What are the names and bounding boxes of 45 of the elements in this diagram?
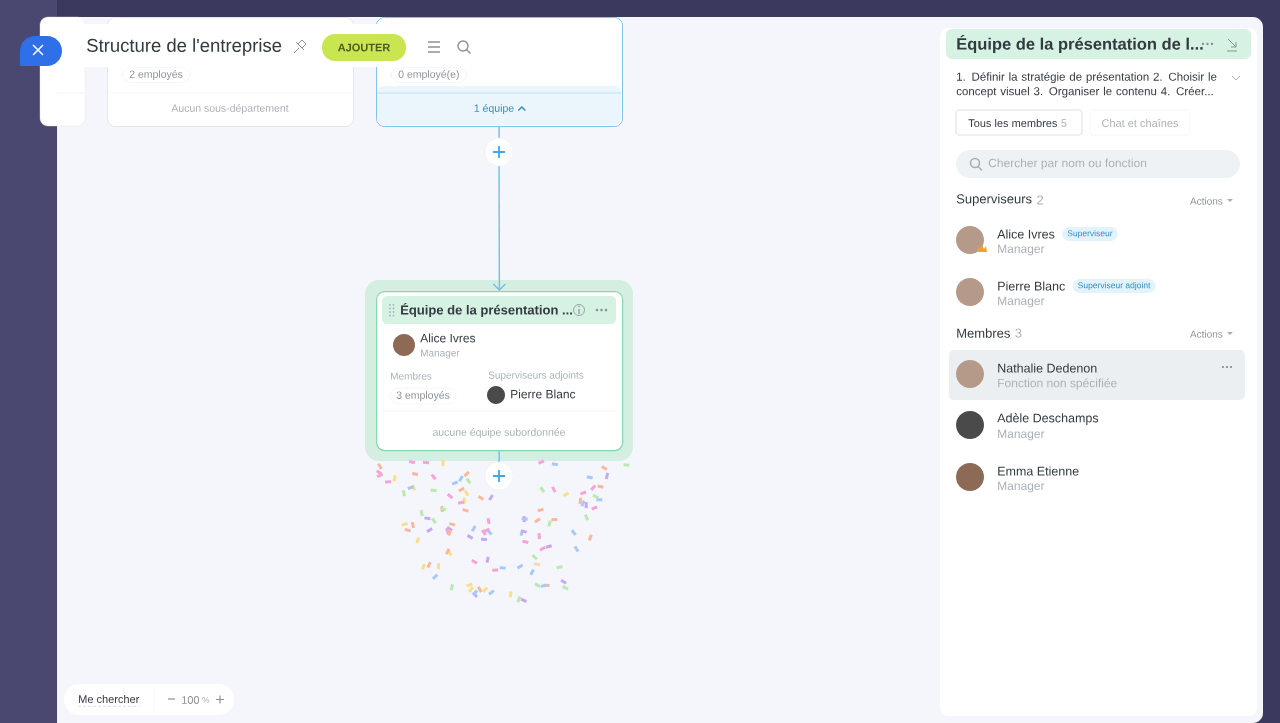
connector xyxy=(492,165,507,291)
person-name: Alice Ivres xyxy=(420,333,476,343)
tab-button: Tous les membres 5 xyxy=(955,109,1083,136)
person-name: Alice Ivres xyxy=(997,229,1055,239)
person-name: Emma Etienne xyxy=(998,466,1079,476)
team-title: Équipe de la présentation ... xyxy=(401,302,572,318)
employee-count-badge: 3 employés xyxy=(390,387,457,405)
zoom-unit: % xyxy=(202,697,210,703)
job-title: Manager xyxy=(998,481,1045,493)
job-title: Fonction non spécifiée xyxy=(998,378,1117,390)
empty-state-text: Aucun sous-département xyxy=(171,104,289,114)
find-me-link: Me chercher xyxy=(77,694,140,707)
employee-count-badge: 0 employé(e) xyxy=(391,67,467,83)
add-button: AJOUTER xyxy=(322,34,406,61)
page-title: Structure de l'entreprise xyxy=(87,38,282,56)
person-name: Pierre Blanc xyxy=(511,389,576,399)
search-field: Chercher par nom ou fonction xyxy=(956,150,1240,178)
section-label: Superviseurs adjoints xyxy=(488,371,584,381)
connector xyxy=(498,126,500,139)
role-badge: Superviseur xyxy=(1062,227,1118,241)
person-name: Pierre Blanc xyxy=(998,281,1065,291)
count: 2 xyxy=(1037,195,1044,205)
section-label: Membres xyxy=(391,372,432,380)
person-name: Nathalie Dedenon xyxy=(998,363,1097,373)
empty-state-text: aucune équipe subordonnée xyxy=(432,428,566,438)
employee-count-badge: 2 employés xyxy=(122,67,191,83)
description-text: 1. Définir la stratégie de présentation 2. Choisir le concept visuel 3. Organiser le contenu 4. Créer... xyxy=(956,72,1217,98)
zoom-level: 100 xyxy=(182,696,200,704)
section-heading: Superviseurs xyxy=(956,193,1032,207)
job-title: Manager xyxy=(998,296,1045,308)
role-badge: Superviseur adjoint xyxy=(1072,279,1156,293)
panel-header: Équipe de la présentation de l... xyxy=(946,29,1251,59)
actions-dropdown: Actions xyxy=(1190,330,1233,338)
person-name: Adèle Deschamps xyxy=(997,413,1099,425)
job-title: Manager xyxy=(998,244,1045,256)
tab-button: Chat et chaînes xyxy=(1089,109,1191,136)
team-count-link: 1 équipe xyxy=(474,104,514,114)
add-button xyxy=(484,461,514,491)
job-title: Manager xyxy=(998,429,1045,441)
job-title: Manager xyxy=(421,349,460,359)
actions-dropdown: Actions xyxy=(1190,197,1233,205)
count: 3 xyxy=(1015,328,1022,338)
section-heading: Membres xyxy=(957,328,1010,338)
add-button xyxy=(484,137,514,167)
connector xyxy=(498,450,500,463)
